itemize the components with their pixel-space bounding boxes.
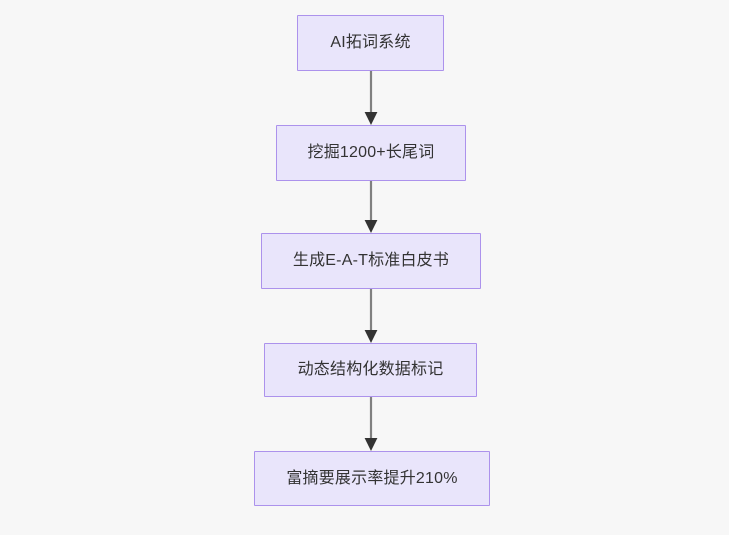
flowchart-node-n4[interactable]: 动态结构化数据标记 (264, 343, 477, 397)
flowchart-node-n3[interactable]: 生成E-A-T标准白皮书 (261, 233, 481, 289)
arrowhead-icon (364, 112, 378, 125)
arrowhead-icon (364, 330, 378, 343)
arrowhead-icon (364, 438, 378, 451)
flowchart-node-n1[interactable]: AI拓词系统 (297, 15, 444, 71)
flowchart-node-label: 生成E-A-T标准白皮书 (292, 252, 450, 269)
flowchart-node-label: 富摘要展示率提升210% (286, 469, 458, 487)
flowchart-node-label: 挖掘1200+长尾词 (307, 144, 435, 161)
flowchart-edge-n1-n2 (359, 71, 383, 125)
flowchart-edge-n2-n3 (359, 181, 383, 233)
flowchart-edge-n4-n5 (359, 397, 383, 451)
flowchart-node-label: 动态结构化数据标记 (297, 361, 444, 378)
flowchart-node-n2[interactable]: 挖掘1200+长尾词 (276, 125, 466, 181)
arrowhead-icon (364, 220, 378, 233)
flowchart-node-label: AI拓词系统 (330, 34, 411, 51)
flowchart-node-n5[interactable]: 富摘要展示率提升210% (254, 451, 490, 506)
flowchart-edge-n3-n4 (359, 289, 383, 343)
